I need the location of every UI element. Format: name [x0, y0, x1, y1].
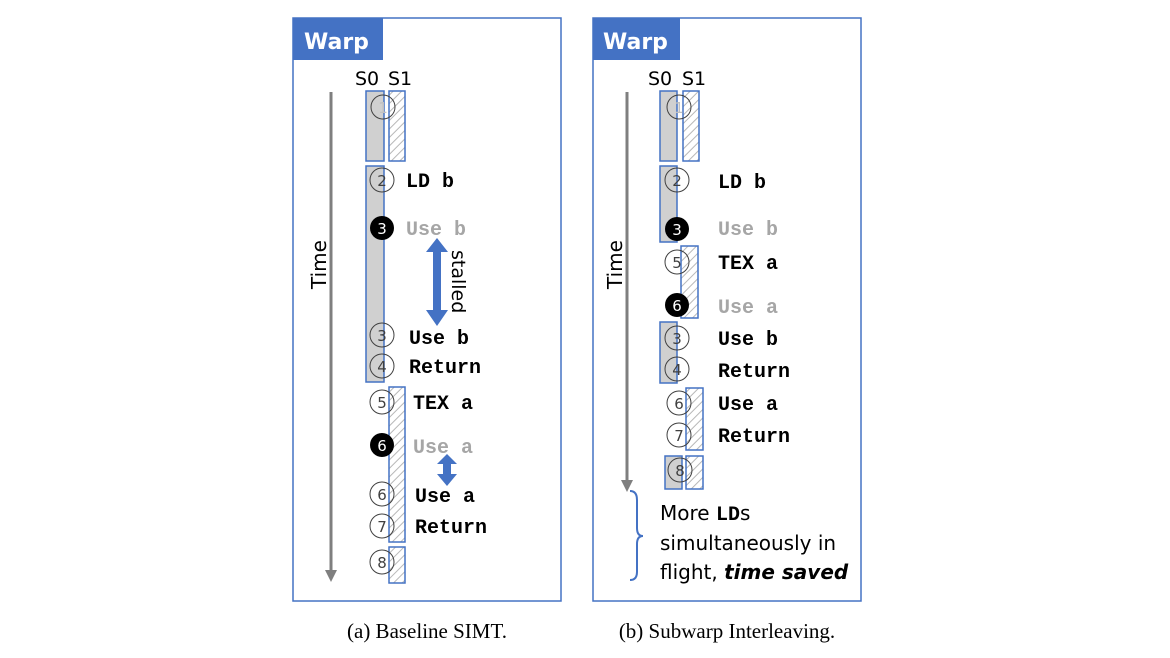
panel-b-time-arrow [621, 92, 633, 492]
panel-b-instr-use-a-faded: Use a [718, 297, 778, 320]
svg-text:3: 3 [377, 220, 387, 238]
panel-a-instr-use-a: Use a [415, 486, 475, 509]
panel-a-step-7: 7 [369, 513, 395, 539]
panel-a-step-5: 5 [369, 389, 395, 415]
panel-b-step-3-black: 3 [665, 217, 689, 241]
panel-b-instr-use-b-faded: Use b [718, 219, 778, 242]
panel-a-instr-use-a-faded: Use a [413, 437, 473, 460]
panel-a-s1-bar-2 [388, 386, 406, 543]
panel-a-frame [292, 17, 562, 602]
panel-a-col-s0: S0 [355, 68, 379, 90]
panel-b-instr-use-b: Use b [718, 329, 778, 352]
svg-text:8: 8 [377, 554, 387, 572]
svg-text:3: 3 [377, 327, 387, 345]
svg-text:6: 6 [672, 297, 682, 315]
panel-baseline-simt: Warp S0 S1 Time 1 2 3 3 [292, 17, 562, 602]
panel-a-time-label: Time [307, 240, 331, 290]
svg-text:5: 5 [672, 254, 682, 272]
svg-text:6: 6 [377, 486, 387, 504]
panel-a-stall-arrow-long [426, 238, 448, 326]
caption-b: (b) Subwarp Interleaving. [619, 619, 835, 643]
panel-b-step-2: 2 [664, 167, 690, 193]
panel-b-note-line-2: simultaneously in [660, 531, 836, 555]
panel-b-step-1: 1 [666, 94, 692, 120]
panel-b-step-6-black: 6 [665, 293, 689, 317]
panel-a-s0-bar-1 [365, 90, 385, 162]
panel-b-note-line-1: More LDs [660, 501, 750, 527]
svg-text:4: 4 [672, 361, 682, 379]
svg-text:5: 5 [377, 394, 387, 412]
panel-a-step-1: 1 [370, 94, 396, 120]
panel-a-step-6: 6 [369, 481, 395, 507]
panel-a-instr-use-b-faded: Use b [406, 219, 466, 242]
panel-b-s1-bar-3 [685, 387, 704, 451]
panel-a-instr-return-2: Return [415, 517, 487, 540]
panel-b-note-line-3: flight, time saved [660, 560, 849, 584]
panel-a-step-4: 4 [369, 353, 395, 379]
svg-text:8: 8 [675, 462, 685, 480]
panel-b-instr-use-a: Use a [718, 394, 778, 417]
panel-a-stall-arrow-short [437, 454, 457, 486]
panel-a-stalled-label: stalled [447, 250, 469, 313]
panel-b-instr-return-2: Return [718, 426, 790, 449]
panel-a-instr-tex-a: TEX a [413, 393, 473, 416]
panel-b-instr-ld-b: LD b [718, 172, 766, 195]
panel-a-step-2: 2 [369, 167, 395, 193]
panel-b-brace [629, 490, 644, 581]
panel-b-instr-return-1: Return [718, 361, 790, 384]
svg-text:7: 7 [377, 518, 387, 536]
panel-a-instr-use-b: Use b [409, 328, 469, 351]
panel-b-col-s1: S1 [682, 68, 706, 90]
panel-a-s1-bar-1 [388, 90, 406, 162]
svg-text:2: 2 [377, 172, 387, 190]
svg-text:1: 1 [378, 99, 388, 117]
panel-b-col-s0: S0 [648, 68, 672, 90]
panel-a-s1-bar-3 [388, 546, 406, 584]
panel-b-instr-tex-a: TEX a [718, 253, 778, 276]
panel-b-step-4: 4 [664, 356, 690, 382]
panel-a-step-6-black: 6 [370, 433, 394, 457]
panel-a-step-3-black: 3 [370, 216, 394, 240]
panel-b-s1-bar-1 [682, 90, 700, 162]
panel-a-instr-ld-b: LD b [406, 171, 454, 194]
svg-text:6: 6 [674, 395, 684, 413]
panel-a-time-arrow [325, 92, 337, 582]
panel-b-time-label: Time [603, 240, 627, 290]
panel-a-instr-return-1: Return [409, 357, 481, 380]
caption-a: (a) Baseline SIMT. [347, 619, 507, 643]
svg-text:2: 2 [672, 172, 682, 190]
svg-text:7: 7 [674, 427, 684, 445]
panel-b-step-8: 8 [667, 457, 693, 483]
panel-a-step-3: 3 [369, 322, 395, 348]
panel-b-warp-label: Warp [603, 30, 668, 55]
panel-a-step-8: 8 [369, 549, 395, 575]
svg-text:1: 1 [674, 99, 684, 117]
panel-b-step-6: 6 [666, 390, 692, 416]
svg-text:3: 3 [672, 330, 682, 348]
panel-b-s0-bar-1 [659, 90, 678, 162]
panel-b-step-7: 7 [666, 422, 692, 448]
svg-text:4: 4 [377, 358, 387, 376]
svg-text:3: 3 [672, 221, 682, 239]
panel-a-col-s1: S1 [388, 68, 412, 90]
panel-a-s0-bar-2 [365, 165, 385, 383]
panel-b-warp-tab [593, 18, 680, 60]
panel-a-warp-tab [293, 18, 383, 60]
svg-text:6: 6 [377, 437, 387, 455]
panel-b-s0-bar-3 [659, 321, 678, 384]
panel-b-step-5: 5 [664, 249, 690, 275]
panel-subwarp-interleaving: Warp S0 S1 Time 1 2 3 [592, 17, 862, 602]
panel-a-warp-label: Warp [304, 30, 369, 55]
panel-b-step-3: 3 [664, 325, 690, 351]
